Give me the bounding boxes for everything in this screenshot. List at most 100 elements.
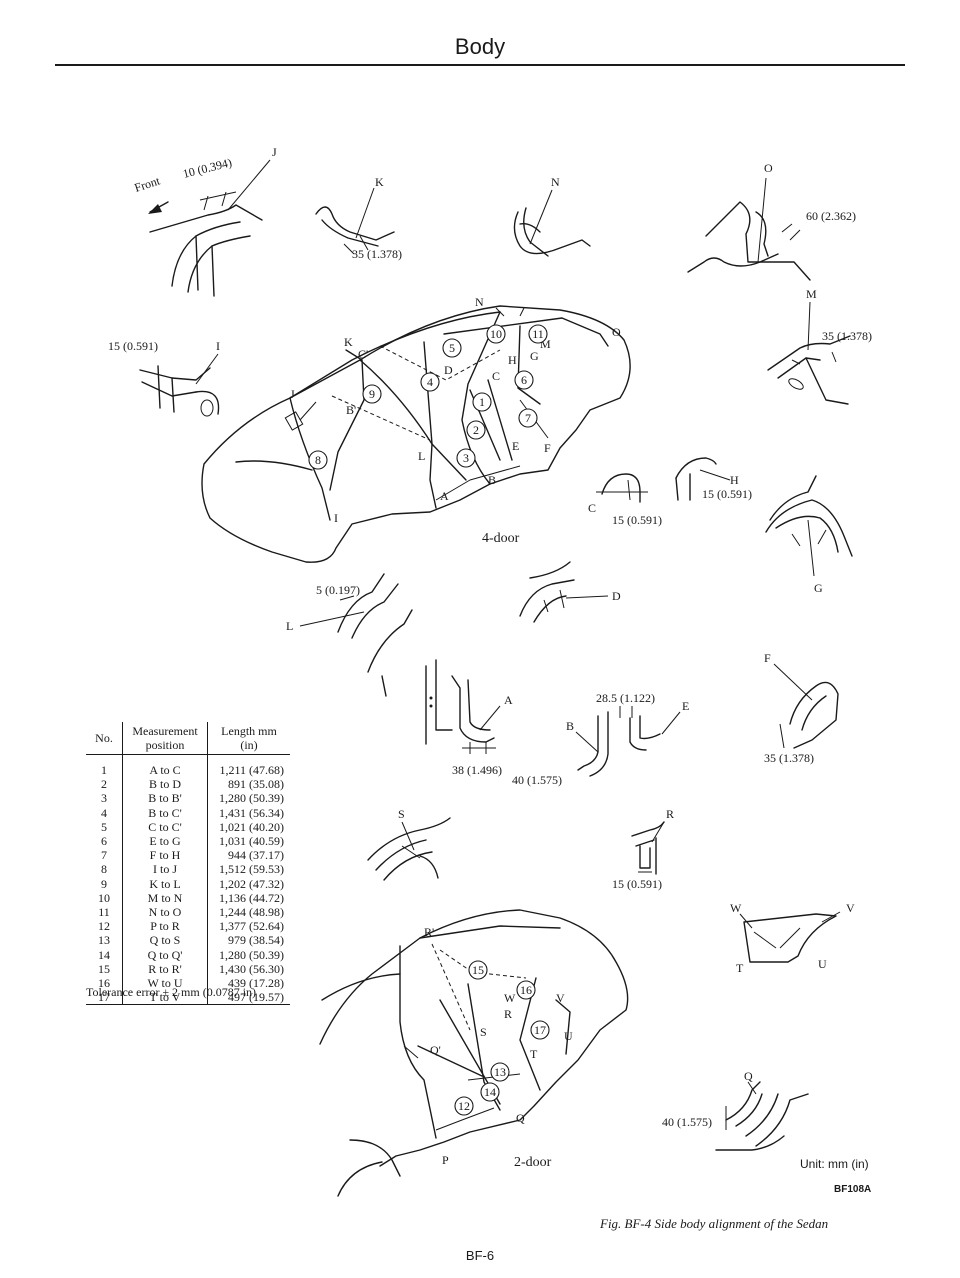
fd-circle-11: 11 [532, 327, 544, 341]
row-length: 1,244 (48.98) [219, 905, 284, 920]
row-position: P to R [122, 919, 208, 934]
detail-f: F 35 (1.378) [764, 651, 839, 765]
fd-point-a: A [440, 489, 449, 503]
row-length: 1,430 (56.30) [219, 961, 284, 976]
point-s-detail: S [398, 807, 405, 821]
detail-n: N [513, 175, 591, 257]
row-no: 12 [86, 919, 123, 934]
dim-e: 28.5 (1.122) [596, 691, 655, 705]
dim-i: 15 (0.591) [108, 339, 158, 353]
row-position: K to L [122, 876, 208, 891]
row-length: 979 (38.54) [228, 933, 284, 948]
page-number: BF-6 [465, 1248, 495, 1263]
detail-s: S [367, 807, 451, 881]
fd-point-b: B [488, 473, 496, 487]
fd-point-m: M [540, 337, 551, 351]
detail-b-e: 28.5 (1.122) E B 40 (1.575) [512, 691, 689, 787]
row-length: 1,136 (44.72) [219, 890, 284, 905]
row-length: 497 (19.57) [207, 990, 290, 1006]
row-position: R to R' [122, 961, 208, 977]
dim-b: 40 (1.575) [512, 773, 562, 787]
row-position: C to C' [122, 819, 208, 835]
row-no: 13 [86, 933, 123, 948]
point-j-detail: J [272, 145, 277, 159]
row-length: 1,512 (59.53) [219, 862, 284, 877]
fd-point-l: L [418, 449, 425, 463]
row-no: 2 [86, 777, 123, 792]
row-no: 3 [86, 791, 123, 806]
col-no: No. [86, 722, 123, 755]
dim-k: 35 (1.378) [352, 247, 402, 261]
td-point-q: Q [516, 1111, 525, 1125]
row-length: 439 (17.28) [228, 976, 284, 991]
detail-q: Q 40 (1.575) [662, 1069, 809, 1151]
measurement-table: No. Measurement position Length mm (in) … [86, 722, 290, 1006]
dim-l: 5 (0.197) [316, 583, 360, 597]
point-n-detail: N [551, 175, 560, 189]
four-door-body [201, 305, 631, 563]
col-position: Measurement position [122, 722, 208, 755]
fd-circle-7: 7 [525, 411, 531, 425]
fd-point-i: I [334, 511, 338, 525]
point-t-detail: T [736, 961, 744, 975]
figure-code: BF108A [834, 1184, 871, 1195]
row-position: M to N [122, 890, 208, 906]
row-length: 1,280 (50.39) [219, 791, 284, 806]
dim-m: 35 (1.378) [822, 329, 872, 343]
row-position: B to D [122, 777, 208, 792]
point-d-detail: D [612, 589, 621, 603]
td-point-p: P [442, 1153, 449, 1167]
point-q-detail: Q [744, 1069, 753, 1083]
fd-circle-8: 8 [315, 453, 321, 467]
point-w-detail: W [730, 901, 742, 915]
fd-point-f: F [544, 441, 551, 455]
dim-c: 15 (0.591) [612, 513, 662, 527]
front-arrowhead-icon [148, 204, 162, 214]
detail-k: K 35 (1.378) [315, 175, 402, 261]
front-label: Front [133, 173, 163, 195]
point-v-detail: V [846, 901, 855, 915]
row-no: 4 [86, 805, 123, 820]
two-door-labels: R' W V R S U Q' T Q P 15 16 17 13 14 12 … [424, 925, 573, 1170]
row-length: 1,202 (47.32) [219, 876, 284, 891]
row-no: 7 [86, 848, 123, 863]
fd-circle-4: 4 [427, 375, 433, 389]
dim-j: 10 (0.394) [181, 155, 233, 181]
td-point-t: T [530, 1047, 538, 1061]
detail-w-v-t-u: W V T U [730, 901, 855, 975]
row-position: N to O [122, 905, 208, 920]
row-no: 5 [86, 819, 123, 835]
col-length: Length mm (in) [207, 722, 290, 755]
row-length: 1,431 (56.34) [219, 805, 284, 820]
row-position: B to C' [122, 805, 208, 820]
td-circle-13: 13 [494, 1065, 506, 1079]
fd-point-j: J [290, 387, 295, 401]
row-length: 1,021 (40.20) [219, 819, 284, 834]
row-length: 944 (37.17) [228, 848, 284, 863]
td-circle-15: 15 [472, 963, 484, 977]
detail-r: R 15 (0.591) [612, 807, 674, 891]
dim-h: 15 (0.591) [702, 487, 752, 501]
row-no: 11 [86, 905, 123, 920]
row-no: 6 [86, 834, 123, 849]
point-c-detail: C [588, 501, 596, 515]
four-door-label: 4-door [482, 531, 520, 546]
fd-circle-5: 5 [449, 341, 455, 355]
fd-point-d: D [444, 363, 453, 377]
row-position: F to H [122, 848, 208, 863]
row-no: 14 [86, 947, 123, 962]
point-k-detail: K [375, 175, 384, 189]
td-point-r: R [504, 1007, 512, 1021]
fd-point-o: O [612, 325, 621, 339]
td-point-u: U [564, 1029, 573, 1043]
row-no: 9 [86, 876, 123, 891]
fd-point-n: N [475, 295, 484, 309]
figure-caption: Fig. BF-4 Side body alignment of the Sed… [600, 1216, 829, 1231]
fd-point-c-prime: C' [358, 347, 368, 361]
